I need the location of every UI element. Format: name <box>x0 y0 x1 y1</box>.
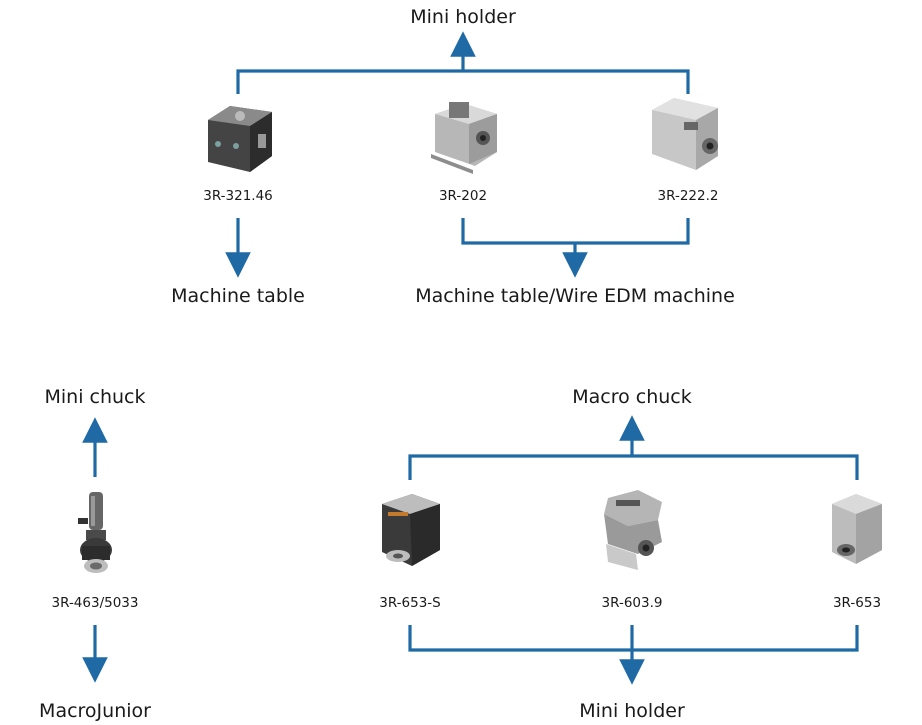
product-label-3r-321-46: 3R-321.46 <box>203 188 273 204</box>
machine-table-label: Machine table <box>171 285 305 307</box>
macro-bracket <box>408 454 859 480</box>
top-target-label: Mini holder <box>410 6 516 28</box>
product-image-3r-653 <box>832 494 882 564</box>
product-label-3r-603-9: 3R-603.9 <box>601 595 663 611</box>
product-label-3r-653-s: 3R-653-S <box>379 595 441 611</box>
product-label-3r-653: 3R-653 <box>832 595 882 611</box>
product-label-3r-463-5033: 3R-463/5033 <box>51 595 139 611</box>
product-image-3r-222-2 <box>652 98 718 170</box>
edm-bracket <box>461 218 690 245</box>
mini-chuck-label: Mini chuck <box>44 386 146 408</box>
macrojunior-label: MacroJunior <box>39 700 151 722</box>
product-image-3r-202 <box>431 102 497 174</box>
top-bracket <box>236 69 690 94</box>
product-label-3r-222-2: 3R-222.2 <box>657 188 719 204</box>
product-image-3r-463-5033 <box>78 492 112 573</box>
mini-holder-bottom-label: Mini holder <box>579 700 685 722</box>
macro-chuck-label: Macro chuck <box>572 386 692 408</box>
product-image-3r-603-9 <box>604 490 662 570</box>
product-label-3r-202: 3R-202 <box>438 188 488 204</box>
product-image-3r-321-46 <box>208 106 272 172</box>
machine-table-wire-edm-label: Machine table/Wire EDM machine <box>415 285 735 307</box>
product-image-3r-653-s <box>382 494 440 566</box>
